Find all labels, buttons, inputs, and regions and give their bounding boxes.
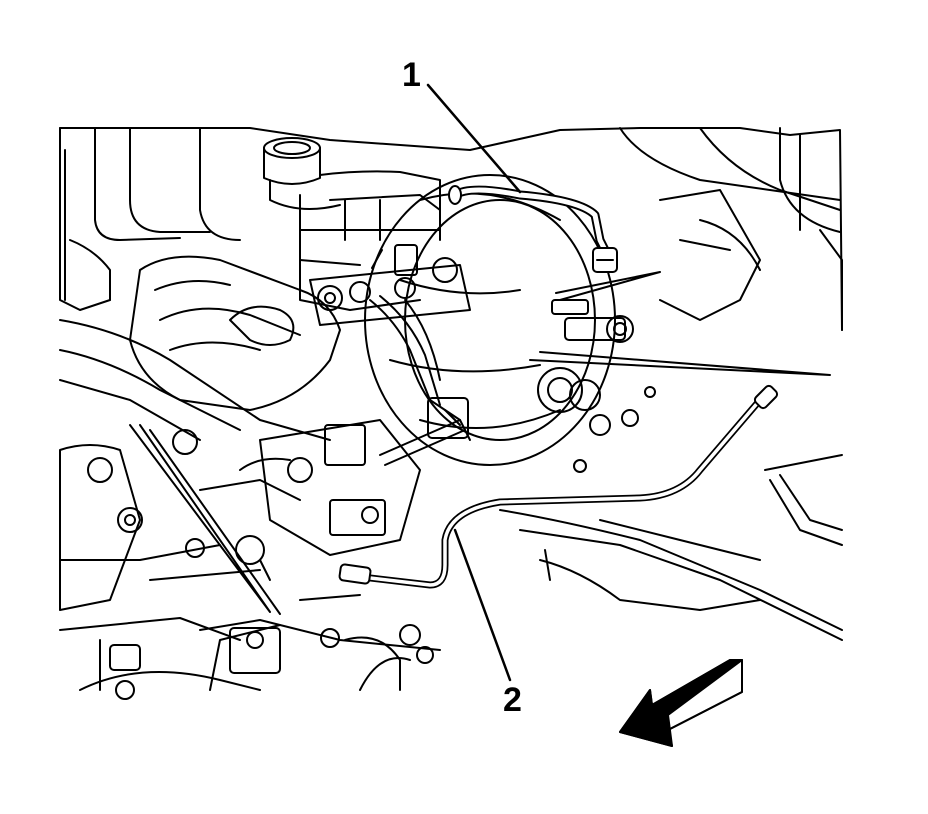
brake-pipe <box>338 384 779 589</box>
brake-lines <box>369 295 471 466</box>
brake-booster <box>364 174 616 466</box>
front-direction-arrow-icon <box>619 659 743 747</box>
brake-fluid-reservoir <box>263 137 441 311</box>
firewall-panel <box>59 127 843 331</box>
booster-mounting <box>551 299 656 473</box>
vacuum-hose <box>448 185 618 273</box>
callout-label-2: 2 <box>503 681 522 719</box>
frame-rail <box>499 454 843 641</box>
transmission-lower <box>59 429 441 700</box>
callout-label-1: 1 <box>402 56 421 94</box>
pointer-lines <box>129 271 831 615</box>
strut-tower <box>59 255 341 441</box>
callout-1-leader <box>426 83 522 194</box>
callout-2-leader <box>453 528 512 682</box>
master-cylinder <box>309 244 471 326</box>
abs-module <box>199 419 421 556</box>
